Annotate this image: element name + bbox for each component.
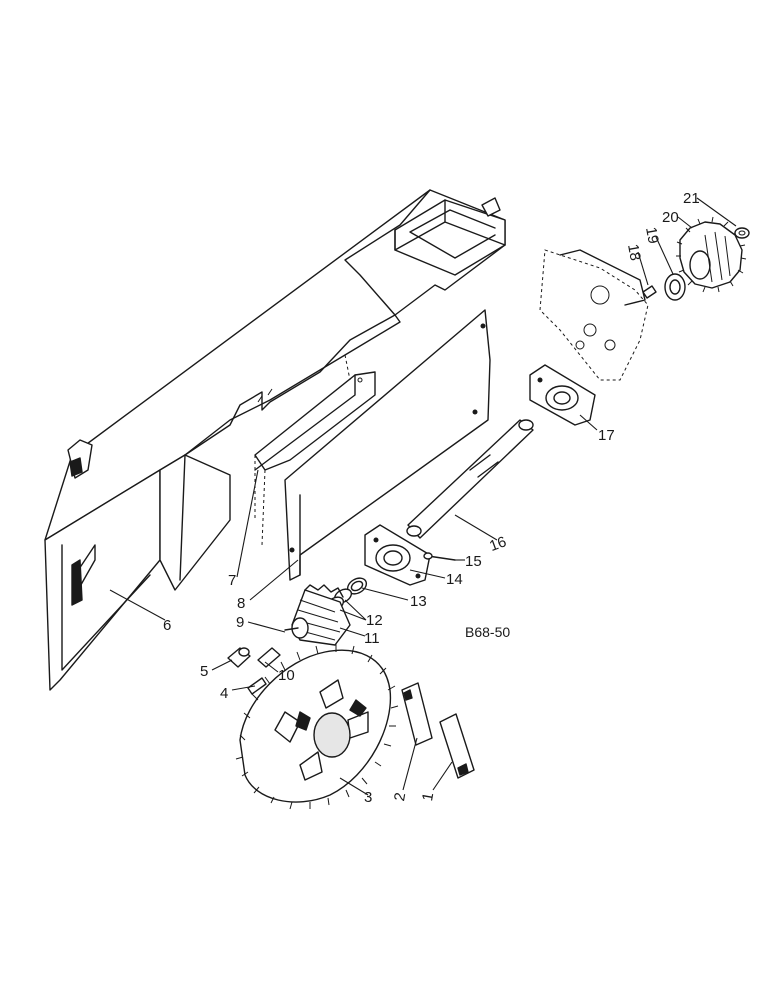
- part-15-bolt: [423, 552, 456, 561]
- callout-16: 16: [487, 533, 508, 555]
- callout-13: 13: [410, 593, 427, 610]
- callout-15: 15: [465, 553, 482, 570]
- callout-7: 7: [228, 572, 236, 589]
- part-19-washer: [664, 273, 686, 301]
- callout-10: 10: [278, 667, 295, 684]
- part-14-flange-bearing: [364, 524, 431, 586]
- part-8-back-plate: [284, 309, 491, 581]
- part-20-gear: [676, 216, 747, 293]
- part-10-pin: [257, 647, 281, 668]
- mounting-casting: [539, 249, 649, 381]
- callout-20: 20: [662, 209, 679, 226]
- part-4-pin: [247, 677, 267, 695]
- callout-11: 11: [364, 630, 380, 647]
- part-18-key: [642, 285, 657, 299]
- callout-19: 19: [642, 226, 662, 245]
- callout-1: 1: [419, 791, 437, 802]
- part-9-pin: [284, 627, 299, 631]
- part-1-plate: [439, 713, 475, 779]
- part-5-bushing: [227, 647, 251, 668]
- part-2-plate: [401, 682, 433, 746]
- callout-8: 8: [237, 595, 245, 612]
- callout-6: 6: [163, 617, 171, 634]
- callout-4: 4: [220, 685, 228, 702]
- callout-14: 14: [446, 571, 463, 588]
- part-11-bevel-gear: [291, 584, 351, 646]
- part-21-nut: [734, 227, 750, 239]
- callout-9: 9: [236, 614, 244, 631]
- callout-18: 18: [624, 243, 644, 262]
- callout-5: 5: [200, 663, 208, 680]
- callout-labels: 1 2 3 4 5 6 7 8 9 10 11 12 13 14 15 16 1…: [163, 190, 700, 806]
- reference-code: B68-50: [465, 624, 510, 640]
- callout-12: 12: [366, 612, 383, 629]
- part-17-flange-bearing: [529, 364, 596, 426]
- callout-21: 21: [683, 190, 700, 207]
- callout-2: 2: [391, 791, 409, 802]
- leader-lines: [109, 197, 737, 796]
- part-6-housing: [44, 189, 506, 691]
- part-3-sprocket: [235, 644, 399, 810]
- callout-3: 3: [364, 789, 372, 806]
- callout-17: 17: [598, 427, 615, 444]
- part-16-shaft: [406, 419, 534, 539]
